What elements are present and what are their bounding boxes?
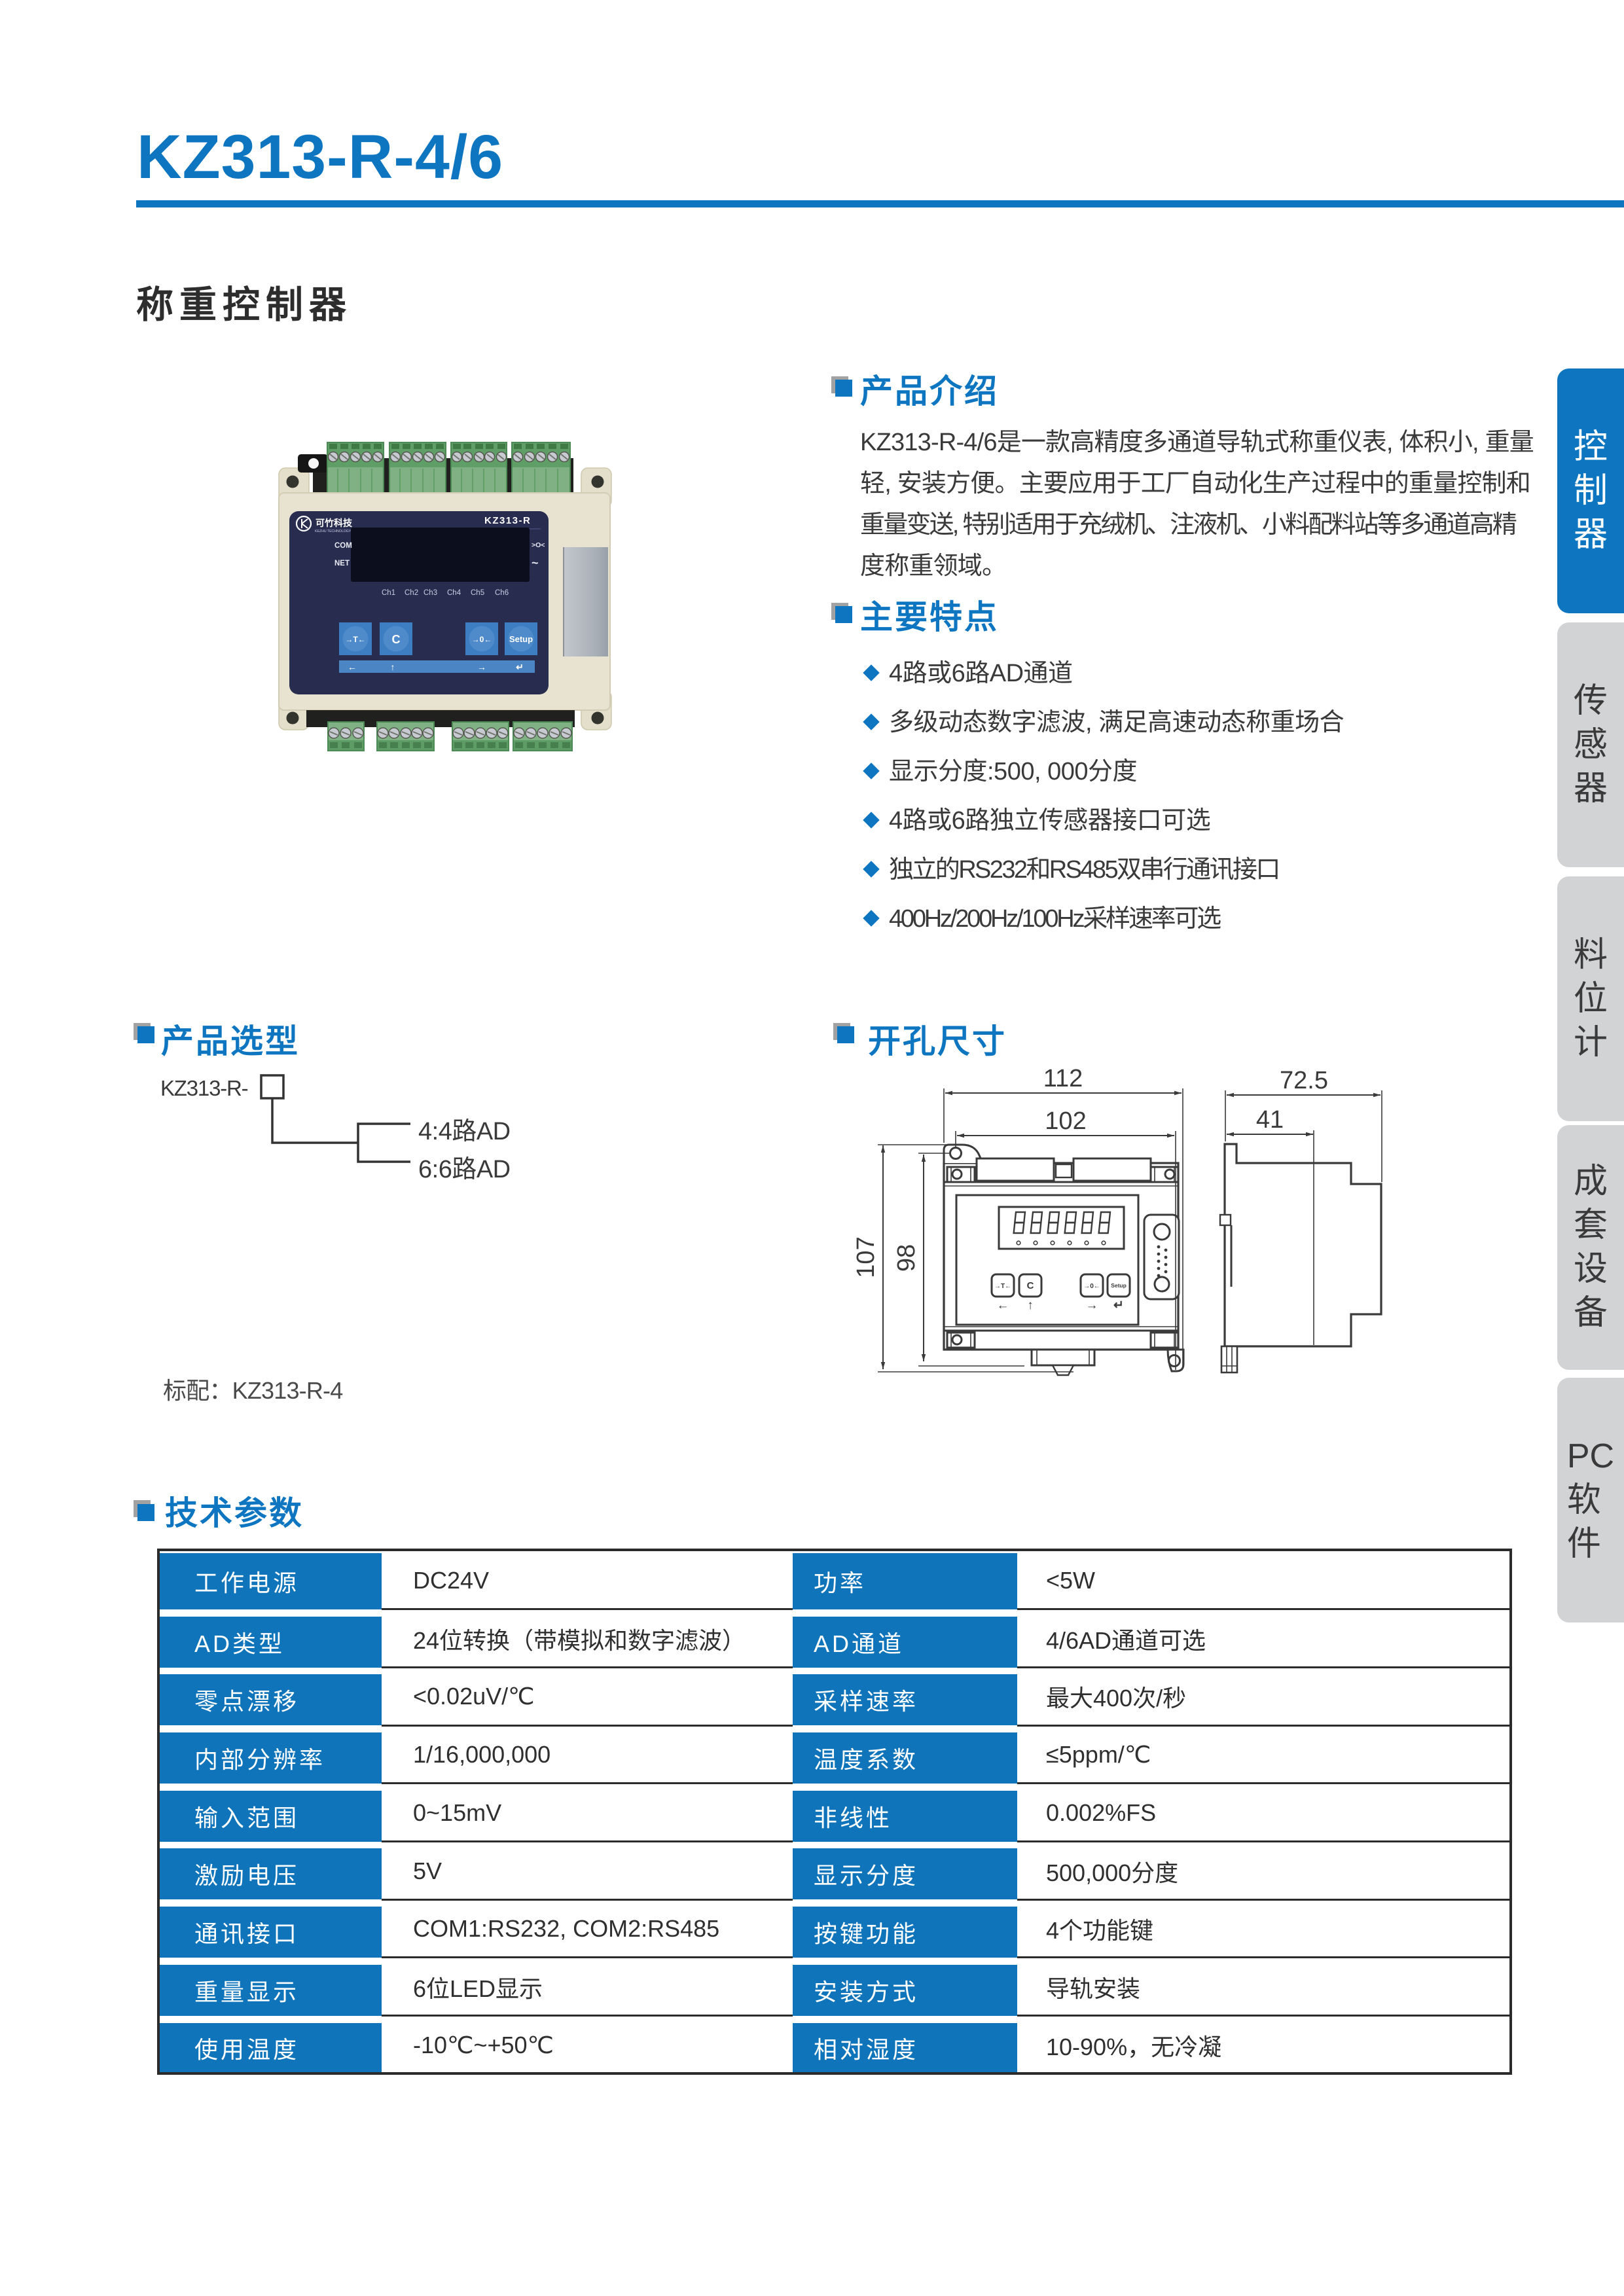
svg-text:Ch3: Ch3 xyxy=(424,589,437,597)
svg-text:C: C xyxy=(1027,1280,1034,1291)
svg-text:←: ← xyxy=(348,662,357,672)
svg-text:→: → xyxy=(1086,1299,1098,1312)
svg-text:→0←: →0← xyxy=(472,635,492,644)
svg-text:KEZHU TECHNOLOGY: KEZHU TECHNOLOGY xyxy=(315,529,352,533)
svg-text:Setup: Setup xyxy=(509,634,533,644)
svg-text:→T←: →T← xyxy=(994,1283,1011,1290)
svg-text:Ch4: Ch4 xyxy=(447,589,461,597)
svg-text:72.5: 72.5 xyxy=(1280,1067,1328,1094)
svg-text:Setup: Setup xyxy=(1111,1282,1127,1289)
svg-text:↑: ↑ xyxy=(391,662,395,672)
svg-text:C: C xyxy=(392,633,401,646)
svg-text:98: 98 xyxy=(893,1244,920,1272)
svg-text:→: → xyxy=(477,662,486,672)
svg-text:Ch2: Ch2 xyxy=(405,589,418,597)
svg-text:↵: ↵ xyxy=(1113,1299,1124,1312)
svg-text:KZ313-R: KZ313-R xyxy=(484,515,531,526)
svg-text:>O<: >O< xyxy=(532,541,545,549)
svg-text:↵: ↵ xyxy=(516,662,524,672)
svg-text:→0←: →0← xyxy=(1083,1283,1100,1290)
svg-text:112: 112 xyxy=(1043,1065,1083,1092)
svg-text:Ch6: Ch6 xyxy=(495,589,509,597)
svg-text:102: 102 xyxy=(1045,1107,1086,1135)
svg-text:↑: ↑ xyxy=(1027,1299,1034,1312)
svg-text:Ch5: Ch5 xyxy=(471,589,484,597)
svg-text:107: 107 xyxy=(852,1236,880,1278)
svg-text:→T←: →T← xyxy=(345,635,365,644)
svg-text:41: 41 xyxy=(1256,1106,1284,1134)
svg-text:~: ~ xyxy=(532,556,539,569)
svg-text:COM: COM xyxy=(334,542,352,550)
svg-text:Ch1: Ch1 xyxy=(382,589,395,597)
svg-text:←: ← xyxy=(997,1299,1009,1312)
svg-text:NET: NET xyxy=(334,560,350,567)
svg-text:可竹科技: 可竹科技 xyxy=(316,518,353,528)
